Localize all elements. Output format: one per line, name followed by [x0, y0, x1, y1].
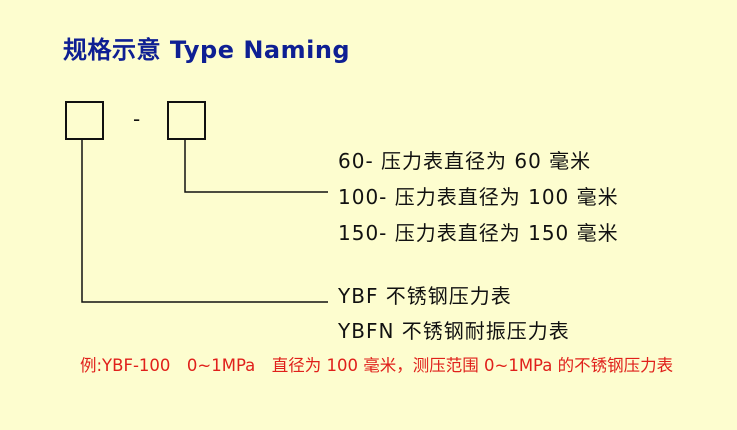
page-title: 规格示意 Type Naming	[63, 36, 351, 64]
code-separator: -	[133, 107, 140, 131]
size-option-100: 100- 压力表直径为 100 毫米	[338, 185, 619, 209]
type-code-box	[65, 101, 104, 140]
type-connector-line	[81, 139, 328, 303]
size-code-box	[167, 101, 206, 140]
size-option-60: 60- 压力表直径为 60 毫米	[338, 149, 592, 173]
example-note: 例:YBF-100 0~1MPa 直径为 100 毫米，测压范围 0~1MPa …	[80, 356, 674, 375]
type-option-ybf: YBF 不锈钢压力表	[338, 284, 512, 308]
type-option-ybfn: YBFN 不锈钢耐振压力表	[338, 319, 570, 343]
size-option-150: 150- 压力表直径为 150 毫米	[338, 221, 619, 245]
size-connector-line	[184, 139, 328, 193]
